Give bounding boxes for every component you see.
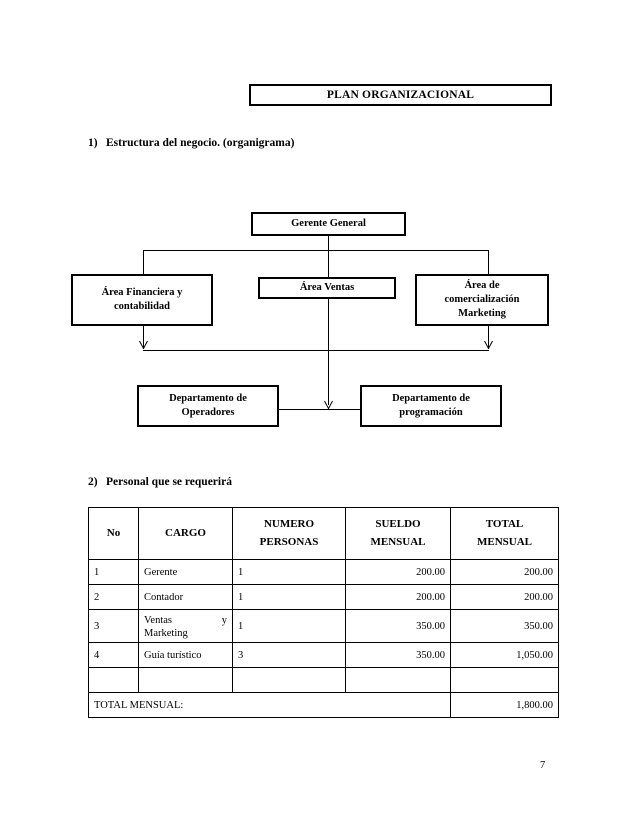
org-node-area-financiera-line1: Área Financiera y — [101, 286, 183, 298]
total-value: 1,800.00 — [450, 692, 559, 719]
connector-financiera-down — [143, 326, 144, 348]
section-2-text: Personal que se requerirá — [106, 476, 232, 488]
org-node-departamento-operadores-line1: Departamento de — [169, 392, 247, 404]
cell-total: 200.00 — [450, 584, 559, 610]
cell-total: 200.00 — [450, 559, 559, 585]
cell-personas: 1 — [232, 584, 346, 610]
cell-personas — [232, 667, 346, 694]
org-node-departamento-programacion-line1: Departamento de — [392, 392, 470, 404]
section-heading-2: 2) Personal que se requerirá — [88, 476, 232, 488]
cell-no: 2 — [88, 584, 139, 610]
table-row: 4 Guía turístico 3 350.00 1,050.00 — [88, 642, 559, 669]
org-node-area-financiera[interactable]: Área Financiera y contabilidad — [71, 274, 213, 326]
section-1-number: 1) — [88, 137, 98, 149]
cell-cargo: Gerente — [138, 559, 233, 585]
arrowhead-ventas-down-icon — [324, 401, 333, 409]
org-node-departamento-operadores[interactable]: Departamento de Operadores — [137, 385, 279, 427]
page-number: 7 — [540, 760, 546, 771]
org-node-area-comercializacion-line3: Marketing — [458, 308, 506, 320]
connector-level1-bus — [143, 250, 489, 251]
column-header-numero-line2: PERSONAS — [259, 535, 319, 548]
cell-cargo-line1: Ventas y — [144, 613, 227, 628]
connector-departamentos-link — [279, 409, 361, 410]
org-node-area-financiera-line2: contabilidad — [113, 301, 171, 312]
table-row: 3 Ventas y Marketing 1 350.00 350.00 — [88, 608, 559, 644]
org-node-gerente-general[interactable]: Gerente General — [251, 212, 406, 236]
column-header-numero-line1: NUMERO — [263, 517, 315, 530]
org-node-departamento-programacion-line2: programación — [399, 407, 463, 418]
cell-cargo: Contador — [138, 584, 233, 610]
arrowhead-financiera-down-icon — [139, 341, 148, 349]
cell-sueldo: 350.00 — [345, 642, 451, 669]
cell-cargo: Guía turístico — [138, 642, 233, 669]
cell-sueldo: 350.00 — [345, 608, 451, 644]
section-2-number: 2) — [88, 476, 98, 488]
connector-level2-bus — [143, 350, 489, 351]
org-node-area-comercializacion-line2: comercialización — [444, 293, 520, 305]
cell-total: 1,050.00 — [450, 642, 559, 669]
total-label: TOTAL MENSUAL: — [88, 692, 451, 719]
cell-total: 350.00 — [450, 608, 559, 644]
table-row-empty — [88, 667, 559, 694]
cell-total — [450, 667, 559, 694]
cell-cargo — [138, 667, 233, 694]
cell-cargo-word1: Ventas — [144, 615, 172, 626]
column-header-sueldo-line2: MENSUAL — [370, 535, 426, 548]
connector-gerente-trunk — [328, 236, 329, 251]
cell-cargo-line2: Marketing — [144, 628, 188, 640]
arrowhead-marketing-down-icon — [484, 341, 493, 349]
cell-cargo-conjunction: y — [221, 615, 227, 626]
personnel-table: No CARGO NUMERO PERSONAS SUELDO MENSUAL … — [88, 507, 559, 719]
section-1-text: Estructura del negocio. (organigrama) — [106, 137, 295, 149]
cell-no: 1 — [88, 559, 139, 585]
cell-personas: 3 — [232, 642, 346, 669]
column-header-sueldo-line1: SUELDO — [375, 517, 421, 530]
cell-sueldo: 200.00 — [345, 559, 451, 585]
column-header-total-line1: TOTAL — [485, 517, 524, 530]
column-header-sueldo-mensual: SUELDO MENSUAL — [345, 507, 451, 560]
column-header-numero-personas: NUMERO PERSONAS — [232, 507, 346, 560]
cell-personas: 1 — [232, 608, 346, 644]
table-row: 1 Gerente 1 200.00 200.00 — [88, 559, 559, 585]
connector-marketing-down — [488, 326, 489, 348]
cell-personas: 1 — [232, 559, 346, 585]
org-node-area-ventas[interactable]: Área Ventas — [258, 277, 396, 299]
org-node-area-comercializacion-line1: Área de — [464, 279, 500, 291]
column-header-no: No — [88, 507, 139, 560]
column-header-cargo: CARGO — [138, 507, 233, 560]
org-node-area-comercializacion[interactable]: Área de comercialización Marketing — [415, 274, 549, 326]
cell-no: 4 — [88, 642, 139, 669]
connector-drop-financiera — [143, 250, 144, 275]
table-header-row: No CARGO NUMERO PERSONAS SUELDO MENSUAL … — [88, 507, 559, 560]
connector-ventas-to-bottom — [328, 299, 329, 405]
org-node-area-ventas-label: Área Ventas — [299, 281, 355, 293]
table-total-row: TOTAL MENSUAL: 1,800.00 — [88, 692, 559, 719]
cell-cargo: Ventas y Marketing — [138, 608, 233, 644]
org-node-departamento-operadores-line2: Operadores — [181, 407, 235, 418]
document-title-box: PLAN ORGANIZACIONAL — [249, 84, 552, 106]
page-title: PLAN ORGANIZACIONAL — [326, 89, 475, 101]
section-heading-1: 1) Estructura del negocio. (organigrama) — [88, 137, 294, 149]
table-row: 2 Contador 1 200.00 200.00 — [88, 584, 559, 610]
org-node-gerente-general-label: Gerente General — [291, 217, 366, 229]
personnel-table-head: No CARGO NUMERO PERSONAS SUELDO MENSUAL … — [88, 507, 559, 560]
org-node-departamento-programacion[interactable]: Departamento de programación — [360, 385, 502, 427]
column-header-total-mensual: TOTAL MENSUAL — [450, 507, 559, 560]
column-header-total-line2: MENSUAL — [476, 535, 532, 548]
cell-sueldo: 200.00 — [345, 584, 451, 610]
connector-drop-marketing — [488, 250, 489, 275]
connector-drop-ventas — [328, 250, 329, 278]
cell-no: 3 — [88, 608, 139, 644]
cell-sueldo — [345, 667, 451, 694]
personnel-table-body: 1 Gerente 1 200.00 200.00 2 Contador 1 2… — [88, 559, 559, 719]
cell-no — [88, 667, 139, 694]
